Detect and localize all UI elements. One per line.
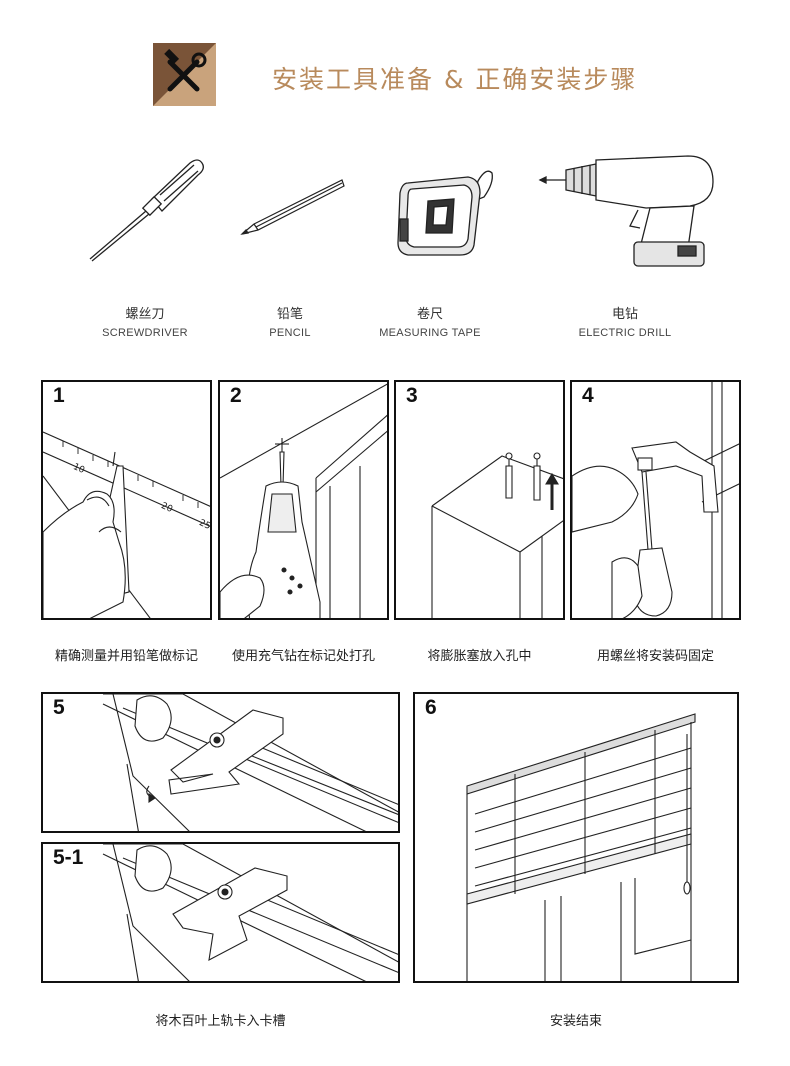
rail-clip-illustration — [102, 694, 398, 831]
step-3-panel: 3 — [394, 380, 565, 620]
step-number: 4 — [580, 384, 596, 408]
step-2-caption: 使用充气钻在标记处打孔 — [231, 649, 375, 664]
tool-label-pencil: 铅笔 — [276, 307, 303, 322]
step-3-caption: 将膨胀塞放入孔中 — [427, 649, 532, 664]
measuring-tape-icon — [397, 170, 493, 256]
measuring-illustration — [43, 431, 210, 618]
screwdriver-illustration — [80, 155, 210, 265]
step-6-panel: 6 — [413, 692, 739, 983]
electric-drill-illustration — [538, 150, 728, 275]
step-number: 6 — [423, 696, 439, 720]
step-4-caption: 用螺丝将安装码固定 — [596, 649, 714, 664]
tool-label-drill-en: ELECTRIC DRILL — [578, 327, 672, 339]
step-number: 3 — [404, 384, 420, 408]
step-5-caption: 将木百叶上轨卡入卡槽 — [155, 1014, 286, 1029]
step-1-caption: 精确测量并用铅笔做标记 — [54, 649, 198, 664]
step-5-1-panel: 5-1 — [41, 842, 400, 983]
drilling-illustration — [220, 383, 387, 618]
step-number: 5 — [51, 696, 67, 720]
step-number: 5-1 — [51, 846, 86, 870]
tool-label-pencil-en: PENCIL — [269, 327, 311, 339]
bracket-screw-illustration — [572, 382, 739, 618]
anchor-illustration — [431, 452, 563, 618]
tools-logo — [153, 43, 216, 106]
screwdriver-icon — [89, 159, 204, 262]
tool-label-drill: 电钻 — [611, 307, 638, 322]
tool-label-tape-en: MEASURING TAPE — [379, 327, 481, 339]
tools-icon — [153, 43, 216, 106]
tool-label-screwdriver: 螺丝刀 — [125, 307, 165, 322]
measuring-tape-illustration — [388, 163, 498, 263]
step-6-caption: 安装结束 — [549, 1014, 602, 1029]
pencil-illustration — [232, 172, 347, 242]
page-title: 安装工具准备 & 正确安装步骤 — [272, 65, 638, 94]
step-number: 2 — [228, 384, 244, 408]
step-4-panel: 4 — [570, 380, 741, 620]
installed-blinds-illustration — [466, 713, 696, 981]
step-number: 1 — [51, 384, 67, 408]
tool-label-tape: 卷尺 — [416, 307, 443, 322]
tool-label-screwdriver-en: SCREWDRIVER — [102, 327, 188, 339]
rail-clipped-illustration — [102, 844, 398, 981]
step-5-panel: 5 — [41, 692, 400, 833]
step-1-panel: 1 10 20 25 — [41, 380, 212, 620]
pencil-icon — [240, 179, 345, 235]
electric-drill-icon — [538, 155, 714, 267]
step-2-panel: 2 — [218, 380, 389, 620]
